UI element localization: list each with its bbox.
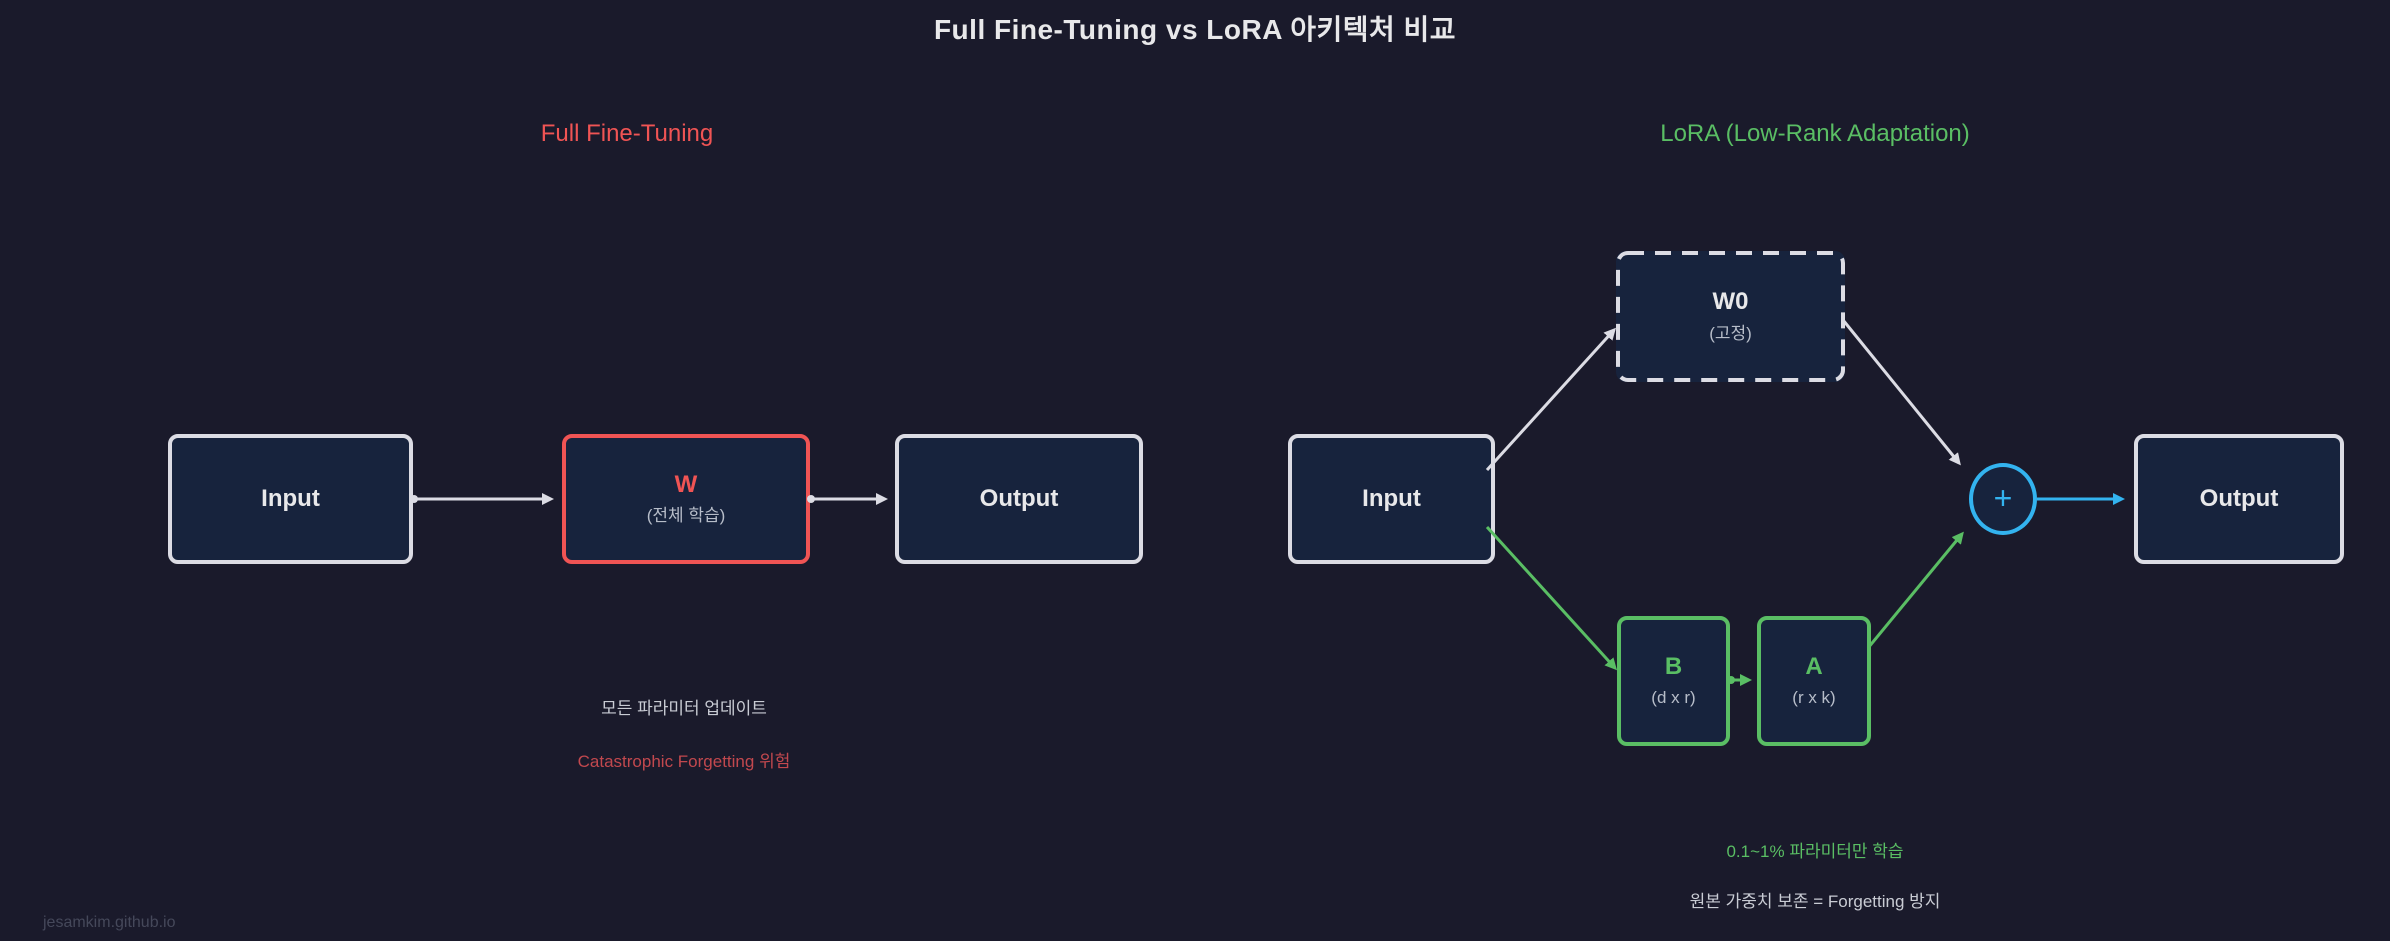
node-left-w: W (전체 학습) [562,434,810,564]
node-right-input-label: Input [1362,484,1421,512]
plus-icon: + [1993,479,2013,516]
node-w0-frozen: W0 (고정) [1616,251,1845,382]
arrow-w0-to-sum [1841,319,1961,466]
node-right-output: Output [2134,434,2344,564]
arrow-input-to-w0 [1485,327,1617,472]
node-a-matrix: A (r x k) [1757,616,1871,746]
node-left-w-label: W [674,470,698,498]
caption-left-update: 모든 파라미터 업데이트 [601,699,767,718]
node-w0-label: W0 [1712,288,1749,316]
node-left-input: Input [168,434,413,564]
watermark-text: jesamkim.github.io [43,914,176,931]
caption-right-preserve: 원본 가중치 보존 = Forgetting 방지 [1689,892,1941,911]
arrow-a-to-sum [1866,531,1964,649]
caption-left-forgetting-risk: Catastrophic Forgetting 위험 [577,752,791,771]
node-a-sublabel: (r x k) [1792,688,1836,708]
node-left-input-label: Input [261,484,320,512]
node-right-output-label: Output [2199,484,2279,512]
section-header-full-finetuning: Full Fine-Tuning [540,120,714,147]
caption-right-params: 0.1~1% 파라미터만 학습 [1726,842,1904,861]
node-left-output-label: Output [979,484,1059,512]
node-left-output: Output [895,434,1143,564]
node-b-sublabel: (d x r) [1651,688,1696,708]
node-b-label: B [1664,652,1683,680]
node-w0-sublabel: (고정) [1709,323,1752,343]
arrow-input-to-b [1485,525,1618,671]
node-b-matrix: B (d x r) [1617,616,1730,746]
node-left-w-sublabel: (전체 학습) [646,506,726,526]
page-title: Full Fine-Tuning vs LoRA 아키텍처 비교 [933,14,1457,45]
section-header-lora: LoRA (Low-Rank Adaptation) [1660,120,1970,147]
node-a-label: A [1805,652,1823,680]
node-right-input: Input [1288,434,1495,564]
node-sum-circle: + [1969,463,2037,535]
